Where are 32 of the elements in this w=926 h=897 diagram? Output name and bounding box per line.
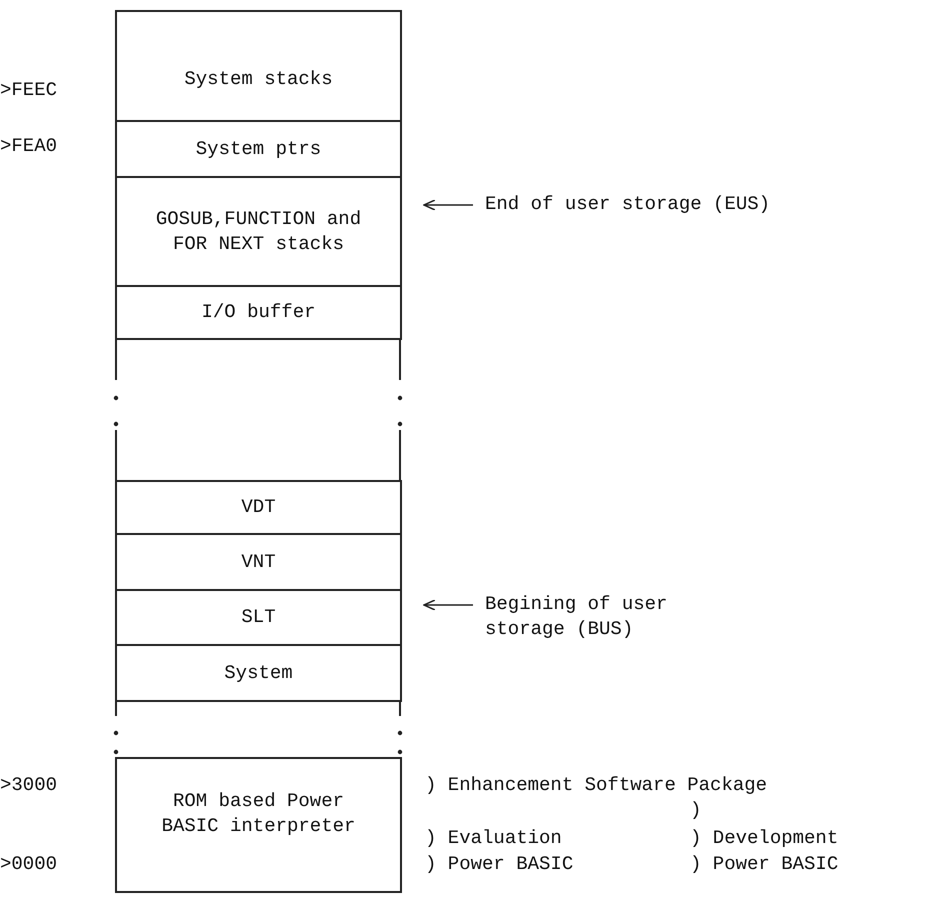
memory-region	[115, 120, 402, 178]
annotation-text: End of user storage (EUS)	[485, 192, 905, 217]
region-label: VNT	[241, 550, 276, 574]
memory-region	[115, 757, 402, 893]
arrow	[423, 599, 473, 611]
annotation-text: Begining of user storage (BUS)	[485, 592, 715, 642]
note-text: )	[690, 798, 702, 823]
address-label: >3000	[0, 773, 58, 798]
address-label: >0000	[0, 852, 58, 877]
note-text: ) Development	[690, 826, 838, 851]
note-text: ) Power BASIC	[425, 852, 574, 877]
memory-region	[115, 10, 402, 122]
note-text: ) Power BASIC	[690, 852, 838, 877]
region-label: SLT	[241, 605, 276, 630]
region-label: I/O buffer	[201, 300, 316, 325]
note-text: ) Evaluation	[425, 826, 562, 851]
memory-region	[115, 589, 402, 646]
region-label: GOSUB,FUNCTION and FOR NEXT stacks	[154, 206, 362, 256]
region-label: ROM based Power BASIC interpreter	[160, 789, 356, 839]
memory-region	[115, 176, 402, 287]
region-label: System	[224, 660, 293, 686]
note-text: ) Enhancement Software Package	[425, 773, 768, 798]
memory-region	[115, 533, 402, 591]
address-label: >FEA0	[0, 134, 58, 159]
region-label: VDT	[241, 495, 276, 520]
arrow	[423, 199, 473, 211]
region-label: System ptrs	[196, 136, 322, 162]
memory-region	[115, 480, 402, 535]
memory-region	[115, 644, 402, 702]
address-label: >FEEC	[0, 78, 58, 103]
region-label: System stacks	[184, 67, 333, 92]
memory-region	[115, 285, 402, 340]
